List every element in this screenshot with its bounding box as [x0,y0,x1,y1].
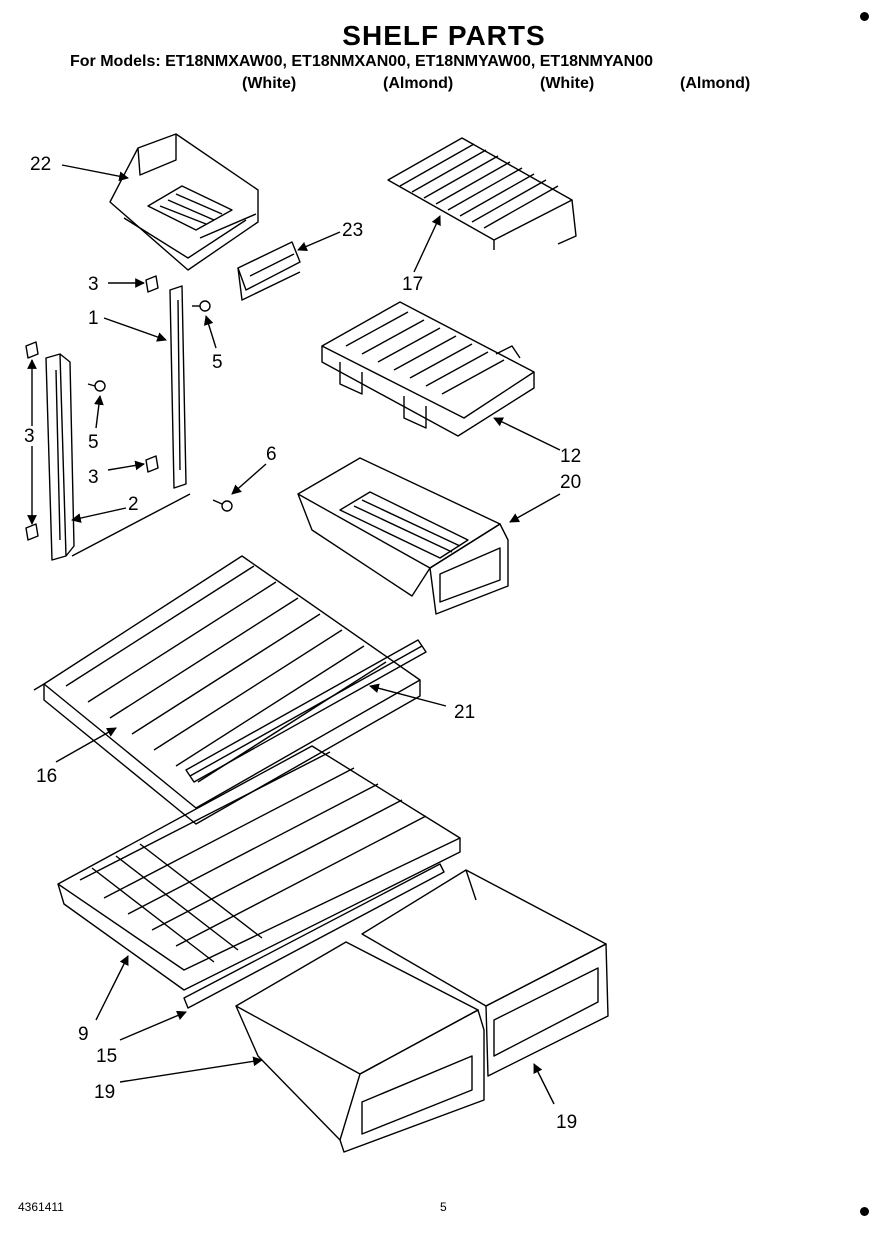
callout-16: 16 [36,766,57,787]
part-17-wire-shelf [387,137,577,250]
callout-21: 21 [454,702,475,723]
part-22-bin [109,133,259,271]
part-12-shelf [321,301,535,437]
callout-22: 22 [30,154,51,175]
part-3-clips [25,275,159,541]
part-23-bracket [237,241,301,301]
part-19-drawer-left [235,941,485,1153]
callout-5-upper: 5 [212,352,223,373]
part-21-trim [185,639,427,783]
callout-labels: 22 23 17 3 1 5 3 5 12 3 6 20 2 21 16 9 1… [24,154,581,1133]
leader-lines [27,164,561,1105]
doc-number: 4361411 [18,1200,64,1214]
part-2-rail [45,353,75,561]
page-title: SHELF PARTS [342,20,546,51]
callout-2: 2 [128,494,139,515]
callout-5-lower: 5 [88,432,99,453]
callout-17: 17 [402,274,423,295]
part-6-screw [212,499,233,512]
callout-3-lower: 3 [88,467,99,488]
model-color-2: (Almond) [383,75,454,92]
part-9-cover [57,745,461,991]
callout-15: 15 [96,1046,117,1067]
callout-19-right: 19 [556,1112,577,1133]
part-5-screws [87,300,211,392]
corner-dot-bottom-right [860,1207,869,1216]
part-20-drawer [297,457,509,615]
callout-3-upper: 3 [88,274,99,295]
callout-23: 23 [342,220,363,241]
callout-12: 12 [560,446,581,467]
callout-9: 9 [78,1024,89,1045]
model-color-3: (White) [540,75,595,92]
part-19-drawer-right [361,869,609,1077]
part-16-shelf [33,555,421,825]
callout-3-left: 3 [24,426,35,447]
model-color-1: (White) [242,75,297,92]
corner-dot-top-right [860,12,869,21]
model-color-4: (Almond) [680,75,751,92]
page-number: 5 [440,1200,447,1214]
callout-6: 6 [266,444,277,465]
callout-20: 20 [560,472,581,493]
models-line: For Models: ET18NMXAW00, ET18NMXAN00, ET… [70,53,653,70]
part-15-trim [183,863,445,1009]
callout-1: 1 [88,308,99,329]
callout-19-left: 19 [94,1082,115,1103]
part-1-rail [169,285,187,489]
